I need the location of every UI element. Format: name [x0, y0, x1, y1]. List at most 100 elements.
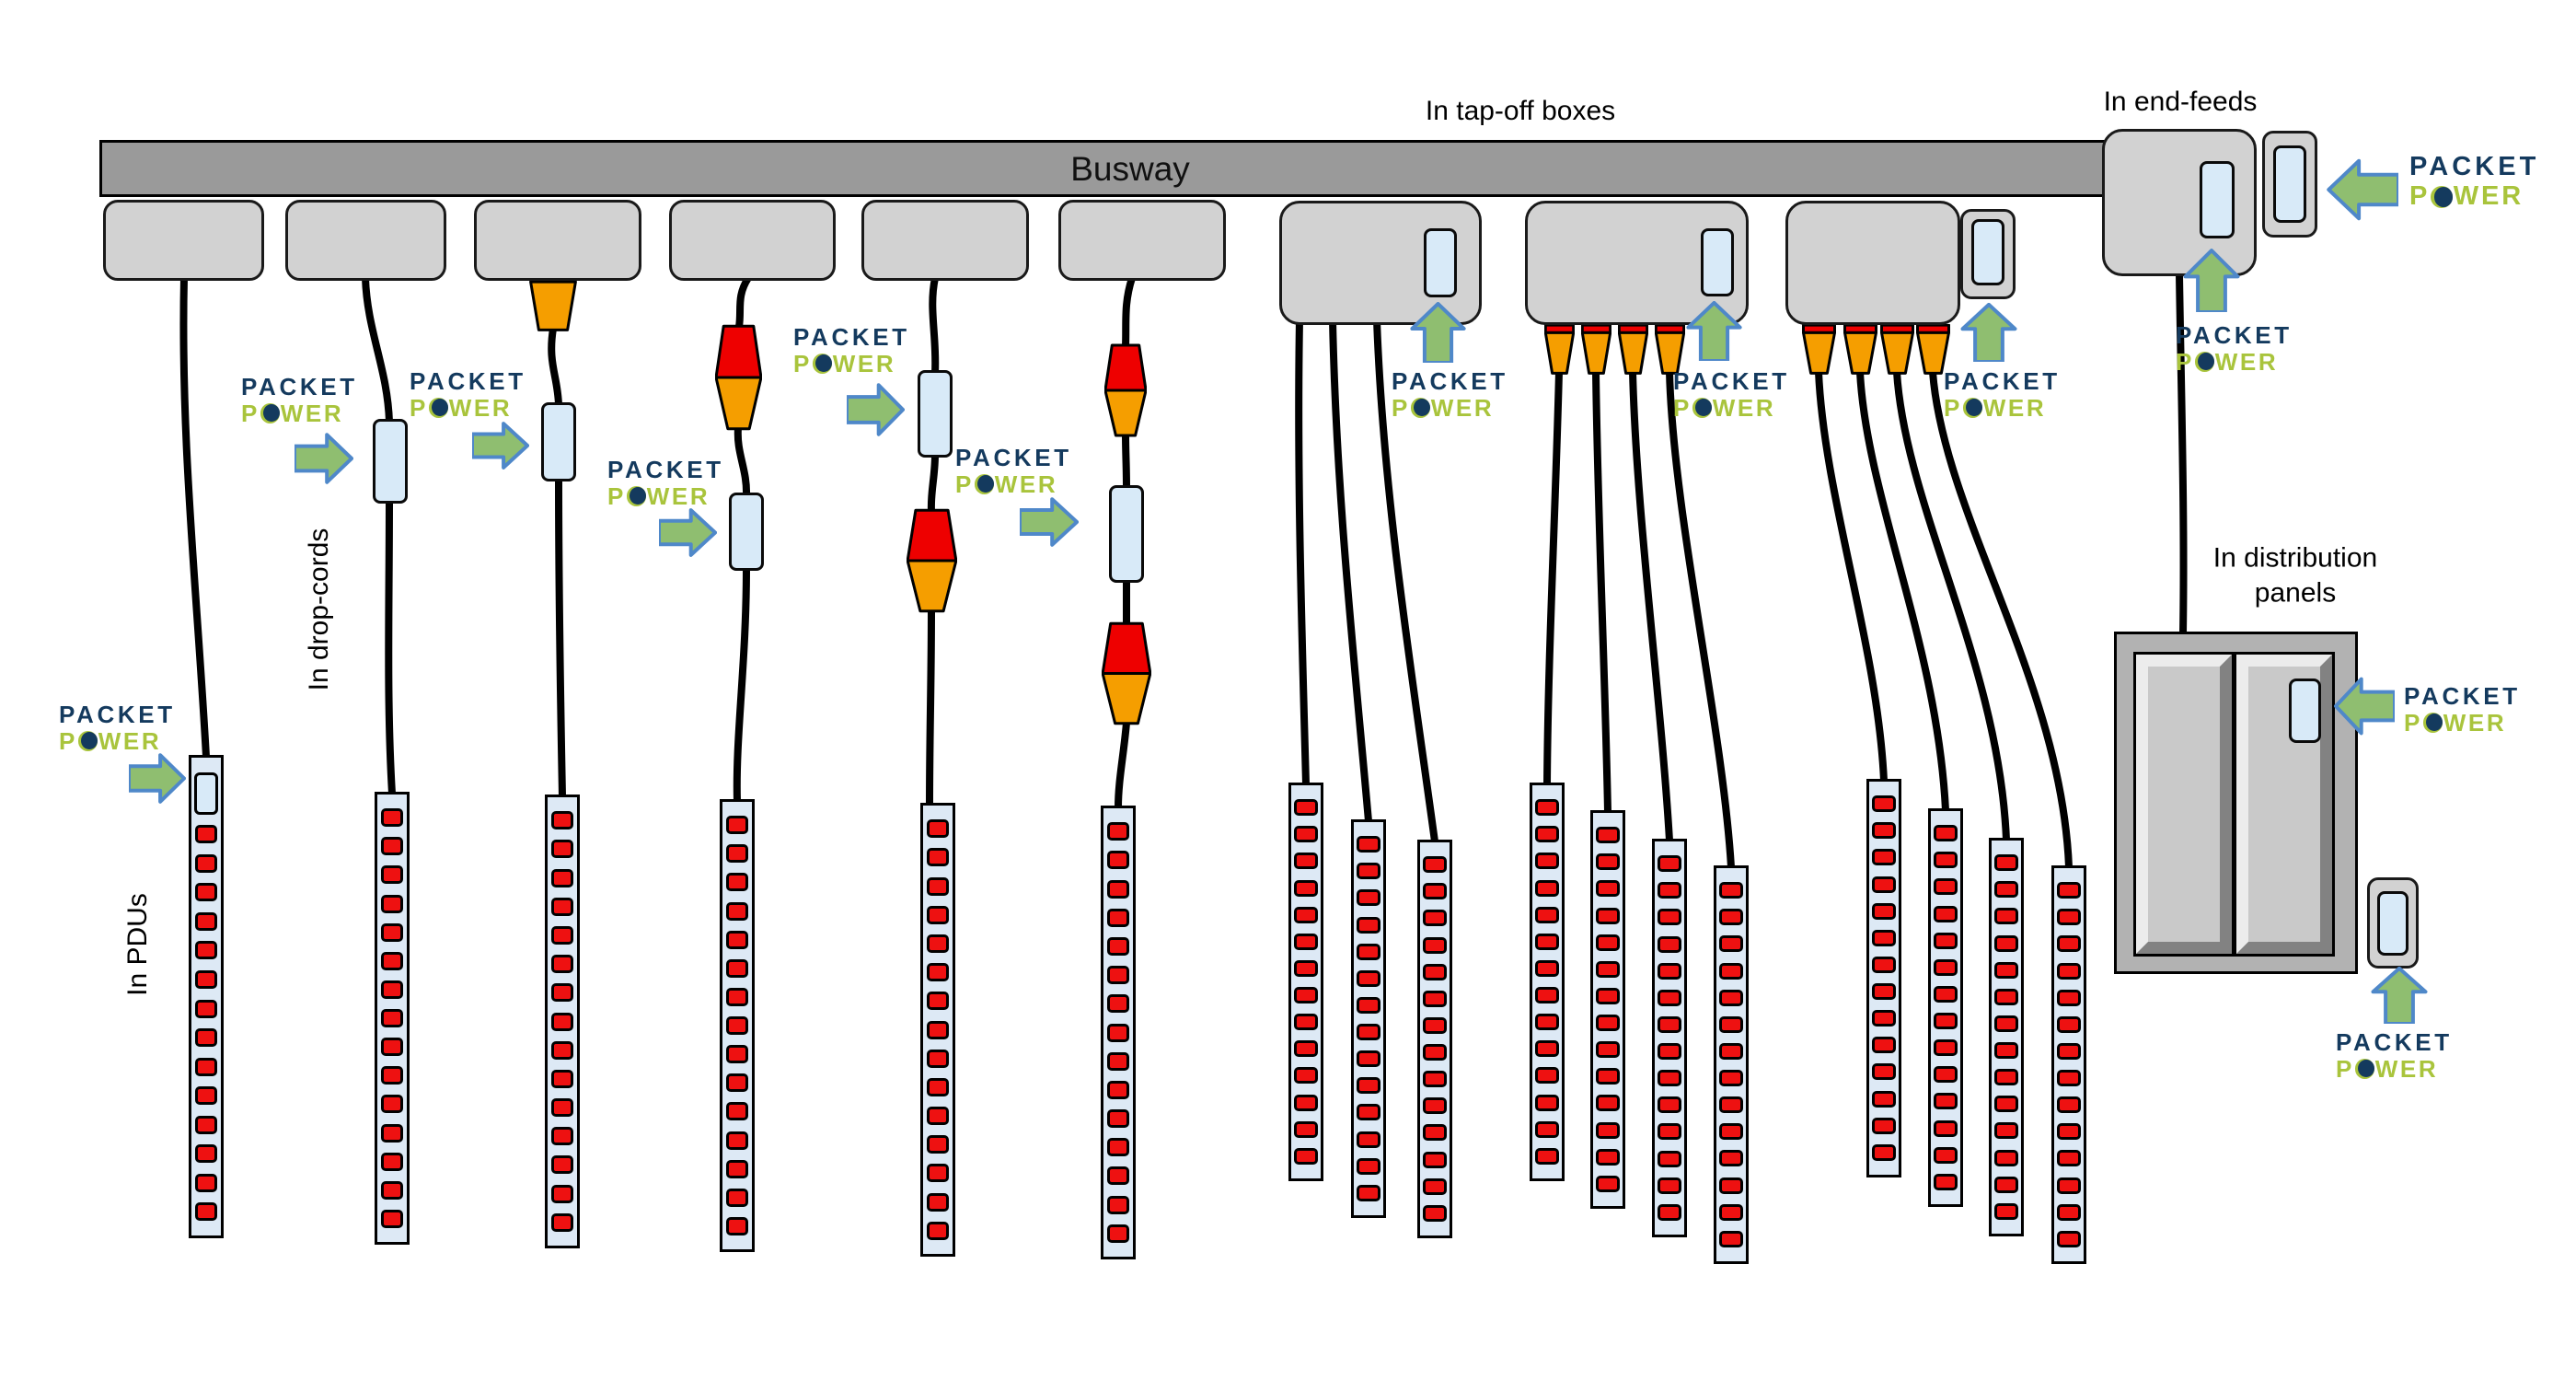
pp-drop-cord-3-logo-globe-icon [428, 398, 449, 418]
pdu-3-outlet [551, 1212, 573, 1232]
end-feed-cord [2176, 271, 2188, 637]
tap-off-plug-9a-icon [1802, 324, 1836, 375]
pdu-5-outlet [927, 1192, 949, 1212]
pdu-12-outlet [1658, 962, 1681, 980]
pdu-12-outlet [1658, 1123, 1681, 1141]
pdu-2-outlet [381, 1180, 403, 1200]
pdu-12-outlet [1658, 1203, 1681, 1221]
pdu-4-outlet [726, 1216, 748, 1235]
pp-panel-pod-logo-wer: WER [2374, 1054, 2439, 1083]
pdu-5-outlet [927, 848, 949, 867]
tap-cord-8d [1666, 368, 1735, 871]
pdu-12-outlet [1658, 935, 1681, 953]
end-feed-sensor [2200, 161, 2235, 238]
tap-cord-9a [1815, 368, 1888, 784]
pp-tap-box-7-logo-line1: PACKET [1392, 367, 1508, 395]
pdu-6-outlet [1107, 1224, 1129, 1243]
pdu-16-outlet [1994, 961, 2018, 979]
drop-cord-connector-4-icon [715, 324, 762, 431]
pdu-2-outlet [381, 1123, 403, 1143]
pdu-7-outlet [1294, 799, 1318, 817]
pdu-7-outlet [1294, 1067, 1318, 1085]
pdu-10-outlet [1535, 933, 1559, 950]
pdu-4-outlet [726, 1016, 748, 1035]
pdu-8-outlet [1357, 1131, 1380, 1148]
pdu-9-outlet [1423, 856, 1447, 874]
pdu-4-outlet [726, 1188, 748, 1207]
pdu-17-outlet [2057, 909, 2081, 926]
pdu-10-outlet [1535, 1014, 1559, 1031]
drop-cord-connector-6b-icon [1102, 621, 1151, 725]
pdu-10-outlet [1535, 987, 1559, 1003]
pdu-14-outlet [1872, 876, 1896, 893]
pp-end-feed-pod-arrow-left-icon [2327, 158, 2398, 221]
busway-label: Busway [1070, 150, 1190, 188]
pdu-17-outlet [2057, 989, 2081, 1006]
pp-tap-box-8-logo-p: P [1673, 393, 1692, 422]
pdu-9-outlet [1423, 936, 1447, 954]
pp-pdu-1-arrow-right-icon [129, 753, 186, 804]
pp-tap-box-9-logo-globe-icon [1962, 398, 1983, 418]
pdu-11-outlet [1596, 1015, 1620, 1031]
pdu-14-outlet [1872, 795, 1896, 813]
pdu-8 [1351, 819, 1386, 1218]
drop-cord-4a [735, 274, 752, 331]
pp-end-feed-pod-logo-line1: PACKET [2409, 152, 2540, 181]
pp-end-feed-logo-p: P [2176, 347, 2194, 376]
pdu-3-outlet [551, 840, 573, 859]
pdu-1-outlet [195, 853, 217, 873]
pdu-7-outlet [1294, 853, 1318, 870]
pdu-9-outlet [1423, 1071, 1447, 1088]
pp-tap-box-9-logo-p: P [1944, 393, 1962, 422]
pp-drop-cord-4-arrow-right-icon [659, 508, 717, 557]
label-drop-cords: In drop-cords [304, 528, 334, 691]
pp-drop-cord-4-logo-wer: WER [646, 481, 710, 510]
pdu-9-outlet [1423, 990, 1447, 1007]
pdu-9-outlet [1423, 1151, 1447, 1168]
drop-cord-connector-5-icon [907, 508, 957, 613]
pdu-1-outlet [195, 911, 217, 931]
pdu-2-outlet [381, 894, 403, 913]
pdu-10-outlet [1535, 799, 1559, 817]
pdu-12-outlet [1658, 1096, 1681, 1114]
pdu-5-outlet [927, 992, 949, 1011]
pdu-1-outlet [195, 1086, 217, 1106]
pdu-15 [1928, 808, 1963, 1207]
pdu-3-outlet [551, 1155, 573, 1175]
pdu-5-outlet [927, 1164, 949, 1183]
pdu-2-outlet [381, 951, 403, 970]
pdu-11-outlet [1596, 1068, 1620, 1085]
pdu-13-outlet [1719, 1123, 1743, 1141]
pdu-15-outlet [1934, 1173, 1958, 1190]
pdu-14-outlet [1872, 822, 1896, 840]
label-distribution-panels: In distribution panels [2213, 541, 2377, 610]
pdu-14-outlet [1872, 956, 1896, 973]
pdu-5-outlet [927, 934, 949, 953]
pdu-4-outlet [726, 1131, 748, 1150]
pdu-8-outlet [1357, 969, 1380, 987]
pdu-4-outlet [726, 1159, 748, 1178]
pp-drop-cord-5-logo-line1: PACKET [793, 323, 910, 351]
pp-tap-box-7-logo-p: P [1392, 393, 1410, 422]
pdu-8-outlet [1357, 836, 1380, 853]
pdu-4-outlet [726, 901, 748, 921]
pdu-7 [1288, 783, 1323, 1181]
tap-cord-8b [1592, 368, 1611, 816]
pdu-3-outlet [551, 811, 573, 830]
pp-drop-cord-5-logo-wer: WER [832, 349, 896, 377]
tap-cord-9b [1856, 368, 1949, 814]
pdu-13-outlet [1719, 1070, 1743, 1086]
tap-cord-7c [1373, 317, 1438, 845]
tap-off-box-9 [1785, 201, 1960, 325]
pp-drop-cord-6-logo-globe-icon [974, 474, 995, 494]
drop-cord-5c [926, 607, 935, 808]
tap-cord-9d [1929, 368, 2073, 871]
pdu-2-outlet [381, 1209, 403, 1228]
pdu-16-outlet [1994, 1176, 2018, 1193]
pdu-17-outlet [2057, 1042, 2081, 1060]
